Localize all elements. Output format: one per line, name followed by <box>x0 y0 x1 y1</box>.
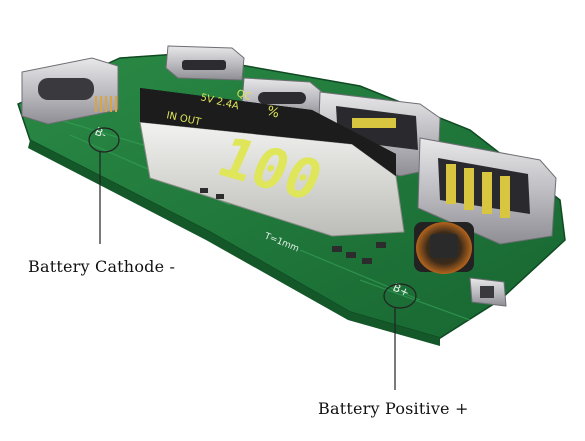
smd-components <box>200 188 386 264</box>
battery-cathode-label: Battery Cathode - <box>28 257 176 276</box>
cathode-callout-circle <box>88 127 120 153</box>
led-display: IN OUT 5V 2.4A QC % 100 <box>139 88 405 237</box>
display-qc: QC <box>235 88 252 103</box>
usb-c-port-icon <box>21 57 119 125</box>
display-percent: % <box>265 104 281 122</box>
silk-b-plus: B+ <box>391 281 412 300</box>
positive-callout-circle <box>383 283 417 309</box>
inductor-icon <box>414 222 474 274</box>
push-button-icon <box>469 277 507 307</box>
micro-usb-port-icon <box>165 45 245 81</box>
usb-a-port-icon <box>417 137 557 245</box>
battery-positive-label: Battery Positive + <box>318 399 469 418</box>
